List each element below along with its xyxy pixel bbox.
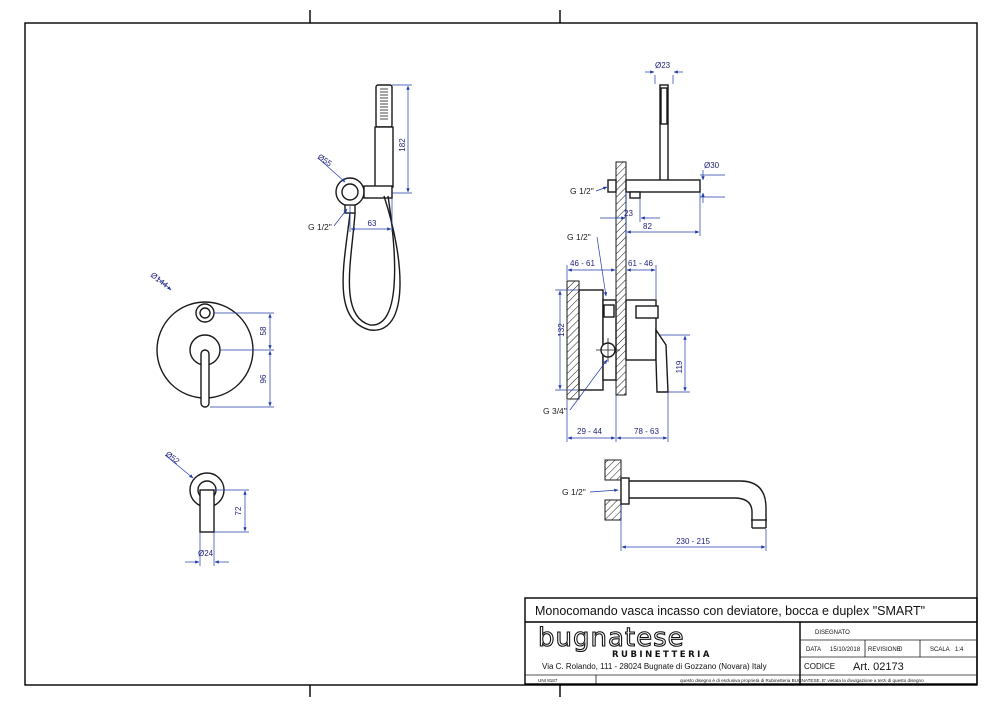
date-value: 15/10/2018 xyxy=(830,647,861,653)
dim-holder-diameter: Ø55 xyxy=(316,152,334,168)
dim-side-132: 132 xyxy=(557,323,566,337)
label-spout-thread: G 1/2" xyxy=(562,487,586,497)
spout-view: G 1/2" 230 - 215 xyxy=(562,459,767,551)
label-side-thread-3: G 3/4" xyxy=(543,406,567,416)
dim-side-61-46: 61 - 46 xyxy=(628,259,653,268)
dim-plate-diameter: Ø144 xyxy=(149,270,170,289)
dim-plate-58: 58 xyxy=(259,326,268,335)
date-label: DATA xyxy=(806,647,821,653)
drawing-title: Monocomando vasca incasso con deviatore,… xyxy=(535,604,925,618)
dim-holder-offset: 63 xyxy=(368,219,377,228)
label-side-thread-2: G 1/2" xyxy=(567,232,591,242)
ownership-notice: questo disegno è di esclusiva proprietà … xyxy=(680,678,924,683)
hand-shower-view: 182 Ø55 63 G 1/2" xyxy=(308,84,412,331)
drawing-frame xyxy=(24,10,978,697)
title-block: Monocomando vasca incasso con deviatore,… xyxy=(524,597,978,685)
dim-hand-shower-length: 182 xyxy=(398,138,407,152)
dim-side-82: 82 xyxy=(643,222,652,231)
dim-rose-diameter: Ø52 xyxy=(164,449,182,466)
rose-view: Ø52 72 Ø24 xyxy=(164,449,249,566)
code-label: CODICE xyxy=(804,662,835,671)
scale-value: 1:4 xyxy=(955,647,964,653)
dim-side-29-44: 29 - 44 xyxy=(577,427,602,436)
dim-rose-72: 72 xyxy=(234,506,243,515)
dim-side-top-diameter: Ø23 xyxy=(655,61,671,70)
drawing-standard: UNI 8187 xyxy=(538,678,558,683)
dim-side-78-63: 78 - 63 xyxy=(634,427,659,436)
side-section-view: Ø23 Ø30 G 1/2" 23 82 G 1/2" 46 - 61 61 -… xyxy=(543,61,725,442)
scale-label: SCALA xyxy=(930,647,950,653)
brand-logo: bugnatese xyxy=(538,623,685,653)
dim-spout-length: 230 - 215 xyxy=(676,537,710,546)
revision-label: REVISIONE xyxy=(868,647,901,653)
dim-rose-pin: Ø24 xyxy=(198,549,214,558)
disegnato-label: DISEGNATO xyxy=(815,630,850,636)
company-address: Via C. Rolando, 111 - 28024 Bugnate di G… xyxy=(542,662,767,671)
front-plate-view: Ø144 58 96 xyxy=(149,270,274,408)
dim-side-119: 119 xyxy=(675,360,684,373)
dim-side-23: 23 xyxy=(624,209,633,218)
revision-value: 0 xyxy=(899,647,903,653)
article-code: Art. 02173 xyxy=(853,661,904,673)
dim-side-46-61: 46 - 61 xyxy=(570,259,595,268)
dim-plate-96: 96 xyxy=(259,374,268,383)
label-holder-thread: G 1/2" xyxy=(308,222,332,232)
label-side-thread-1: G 1/2" xyxy=(570,186,594,196)
dim-side-outlet-diameter: Ø30 xyxy=(704,161,720,170)
brand-subtitle: RUBINETTERIA xyxy=(612,650,712,660)
